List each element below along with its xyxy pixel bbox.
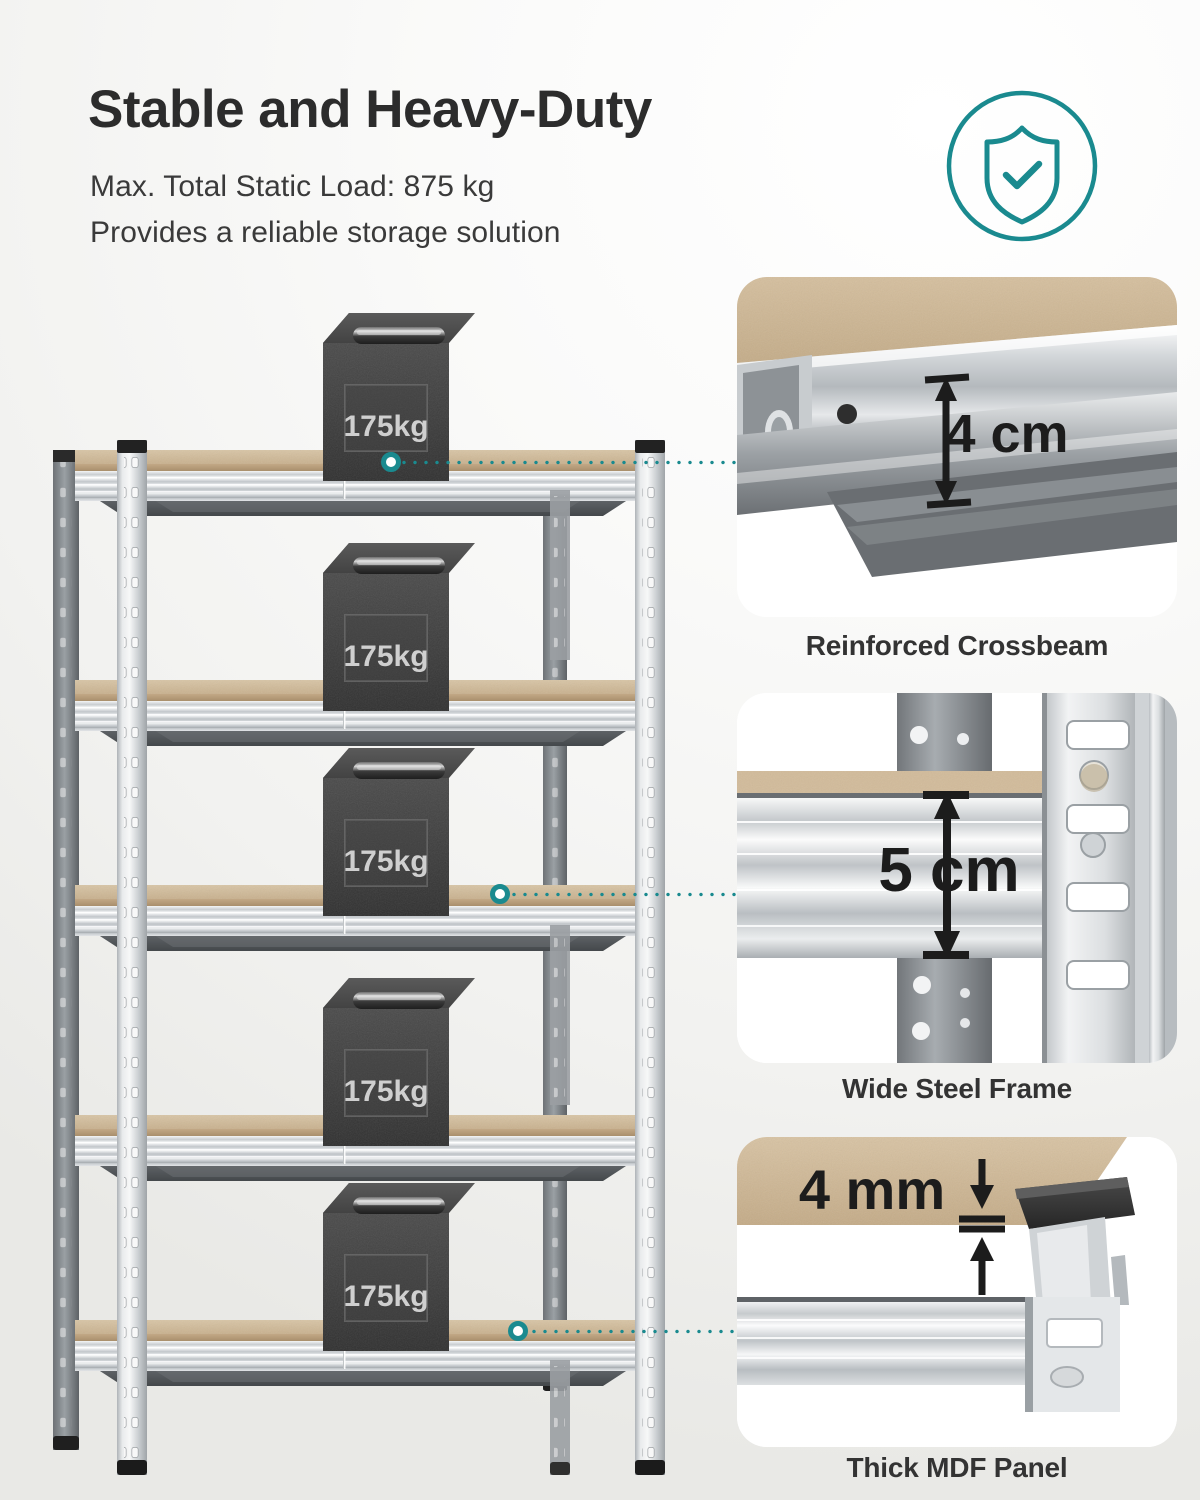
connector-marker-frame [490, 884, 510, 904]
weight-block-tier-0: 175kg [323, 313, 475, 481]
dimension-label-panel: 4 mm [799, 1158, 945, 1221]
dimension-label-crossbeam: 4 cm [945, 404, 1068, 464]
dimension-label-frame: 5 cm [878, 836, 1019, 905]
weight-label: 175kg [343, 640, 428, 673]
subtitle-description: Provides a reliable storage solution [90, 216, 561, 249]
rack-post-back-left [53, 450, 79, 1450]
rack-post-front-right [635, 440, 665, 1475]
weight-label: 175kg [343, 845, 428, 878]
shelving-unit-illustration: 175kg 175kg 175kg 175kg 175kg [45, 300, 725, 1485]
weight-block-tier-3: 175kg [323, 978, 475, 1146]
subtitle-load: Max. Total Static Load: 875 kg [90, 170, 495, 203]
connector-marker-crossbeam [381, 452, 401, 472]
dimension-arrow-5cm [923, 791, 969, 959]
feature-card-panel: 4 mm [737, 1137, 1177, 1447]
feature-card-crossbeam: 4 cm [737, 277, 1177, 617]
dimension-arrow-4cm [924, 373, 972, 509]
page-title: Stable and Heavy-Duty [88, 80, 652, 139]
feature-label-panel: Thick MDF Panel [846, 1452, 1068, 1483]
connector-line-panel [526, 1329, 740, 1334]
feature-label-frame: Wide Steel Frame [842, 1073, 1072, 1104]
connector-line-crossbeam [399, 460, 739, 465]
rack-inner-support [550, 490, 570, 1475]
weight-block-tier-1: 175kg [323, 543, 475, 711]
shield-check-icon [942, 86, 1102, 246]
weight-label: 175kg [343, 1075, 428, 1108]
feature-label-crossbeam: Reinforced Crossbeam [805, 630, 1109, 661]
weight-label: 175kg [343, 410, 428, 443]
weight-label: 175kg [343, 1280, 428, 1313]
dimension-arrow-4mm [959, 1159, 1005, 1295]
weight-block-tier-2: 175kg [323, 748, 475, 916]
rack-post-front-left [117, 440, 147, 1475]
connector-marker-panel [508, 1321, 528, 1341]
connector-line-frame [508, 892, 740, 897]
weight-block-tier-4: 175kg [323, 1183, 475, 1351]
feature-card-frame: 5 cm [737, 693, 1177, 1063]
